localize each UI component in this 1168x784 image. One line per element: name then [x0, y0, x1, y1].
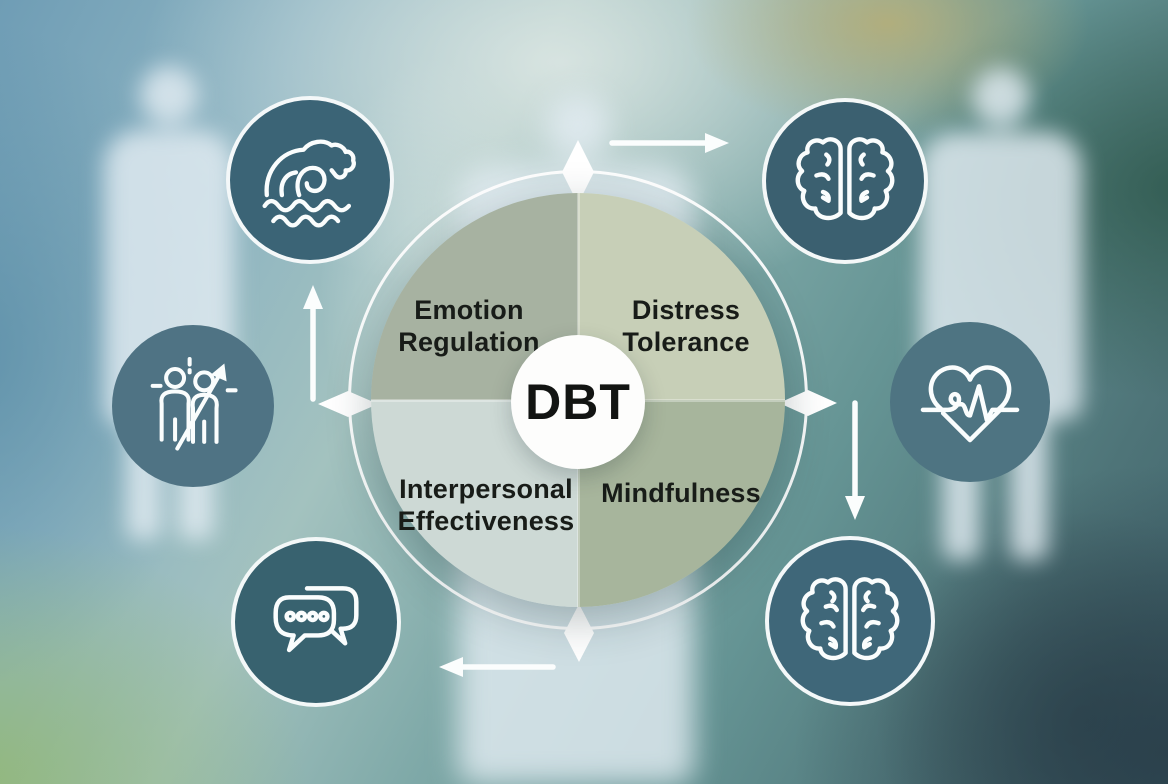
center-hub-label: DBT: [525, 374, 631, 430]
label-line: Tolerance: [622, 327, 750, 357]
quadrant-label-distress-tolerance: Distress Tolerance: [622, 295, 749, 359]
node-heart-pulse: [890, 322, 1050, 482]
node-wave: [226, 96, 394, 264]
arrow-down-icon: [845, 400, 865, 520]
label-line: Emotion: [414, 295, 524, 326]
speech-bubbles-icon: [273, 586, 359, 653]
node-chat: [231, 537, 401, 707]
people-growth-arrow-icon: [150, 356, 238, 451]
label-line: Regulation: [398, 327, 540, 357]
center-hub: DBT: [511, 335, 645, 469]
label-line: Distress: [631, 295, 741, 326]
quadrant-label-emotion-regulation: Emotion Regulation: [398, 295, 540, 359]
brain-icon: [800, 577, 900, 661]
node-people: [112, 325, 274, 487]
arrow-right-icon: [609, 133, 729, 153]
ocean-wave-icon: [262, 139, 356, 228]
arrow-up-icon: [303, 285, 323, 402]
label-line: Mindfulness: [601, 478, 761, 509]
label-line: Interpersonal: [399, 474, 573, 505]
node-brain-bottom: [765, 536, 935, 706]
label-line: Effectiveness: [397, 506, 575, 536]
quadrant-label-interpersonal-effectiveness: Interpersonal Effectiveness: [398, 474, 575, 538]
heart-pulse-icon: [920, 365, 1020, 443]
brain-icon: [795, 137, 895, 221]
arrow-left-icon: [439, 657, 556, 677]
node-brain-top: [762, 98, 928, 264]
quadrant-label-mindfulness: Mindfulness: [601, 478, 761, 510]
